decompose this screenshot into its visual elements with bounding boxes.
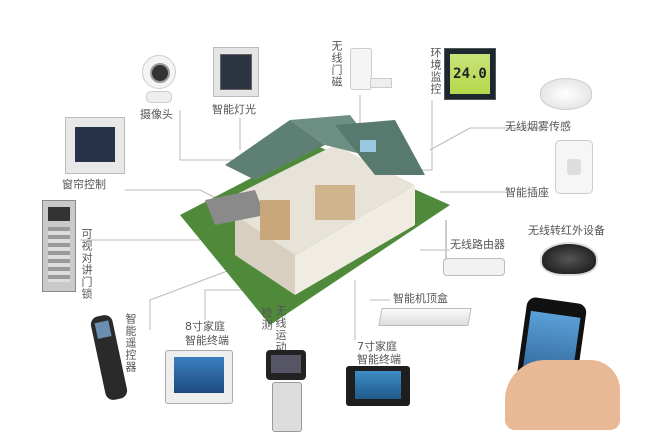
light-switch-device xyxy=(213,47,259,97)
label-motion-line2: 检测 xyxy=(260,307,273,331)
roof-right xyxy=(335,120,425,175)
label-camera: 摄像头 xyxy=(140,108,173,121)
label-ir: 无线转红外设备 xyxy=(528,224,605,237)
label-stb: 智能机顶盒 xyxy=(393,292,448,305)
router-antenna xyxy=(445,220,447,260)
terminal-7-inch-device xyxy=(346,366,410,406)
label-term7-line1: 7寸家庭 xyxy=(357,340,397,353)
smoke-detector-device xyxy=(540,78,592,110)
house-illustration xyxy=(180,115,450,325)
motion-sensor-device xyxy=(266,350,306,380)
label-remote: 智能遥控器 xyxy=(124,313,137,373)
intercom-device xyxy=(42,200,76,292)
label-socket: 智能插座 xyxy=(505,186,549,199)
label-curtain: 窗帘控制 xyxy=(62,178,106,191)
camera-lens-icon xyxy=(150,63,170,83)
router-device xyxy=(443,258,505,276)
label-door-sensor: 无线门磁 xyxy=(330,40,343,88)
door-sensor-device xyxy=(350,48,372,90)
roof-left xyxy=(225,120,325,180)
skylight xyxy=(360,140,376,152)
label-motion-line1: 无线运动 xyxy=(274,305,287,353)
smartphone-in-hand xyxy=(505,296,625,430)
hand xyxy=(505,360,620,430)
label-lighting: 智能灯光 xyxy=(212,103,256,116)
label-term8-line1: 8寸家庭 xyxy=(185,320,225,333)
curtain-control-device xyxy=(65,117,125,174)
label-term7-line2: 智能终端 xyxy=(357,353,401,366)
interior-room xyxy=(260,200,290,240)
motion-sensor-base xyxy=(272,382,302,432)
thermostat-reading: 24.0 xyxy=(450,54,490,94)
label-router: 无线路由器 xyxy=(450,238,505,251)
label-term8-line2: 智能终端 xyxy=(185,334,229,347)
thermostat-device: 24.0 xyxy=(444,48,496,100)
garage-roof xyxy=(205,190,265,225)
set-top-box-device xyxy=(378,308,472,326)
label-smoke: 无线烟雾传感 xyxy=(505,120,571,133)
label-env-monitor: 环境监控 xyxy=(429,47,442,95)
door-magnet xyxy=(370,78,392,88)
label-intercom: 可视对讲门锁 xyxy=(80,228,93,300)
camera-device xyxy=(140,55,176,103)
terminal-8-inch-device xyxy=(165,350,233,404)
ir-device xyxy=(540,242,598,276)
smart-socket-device xyxy=(555,140,593,194)
